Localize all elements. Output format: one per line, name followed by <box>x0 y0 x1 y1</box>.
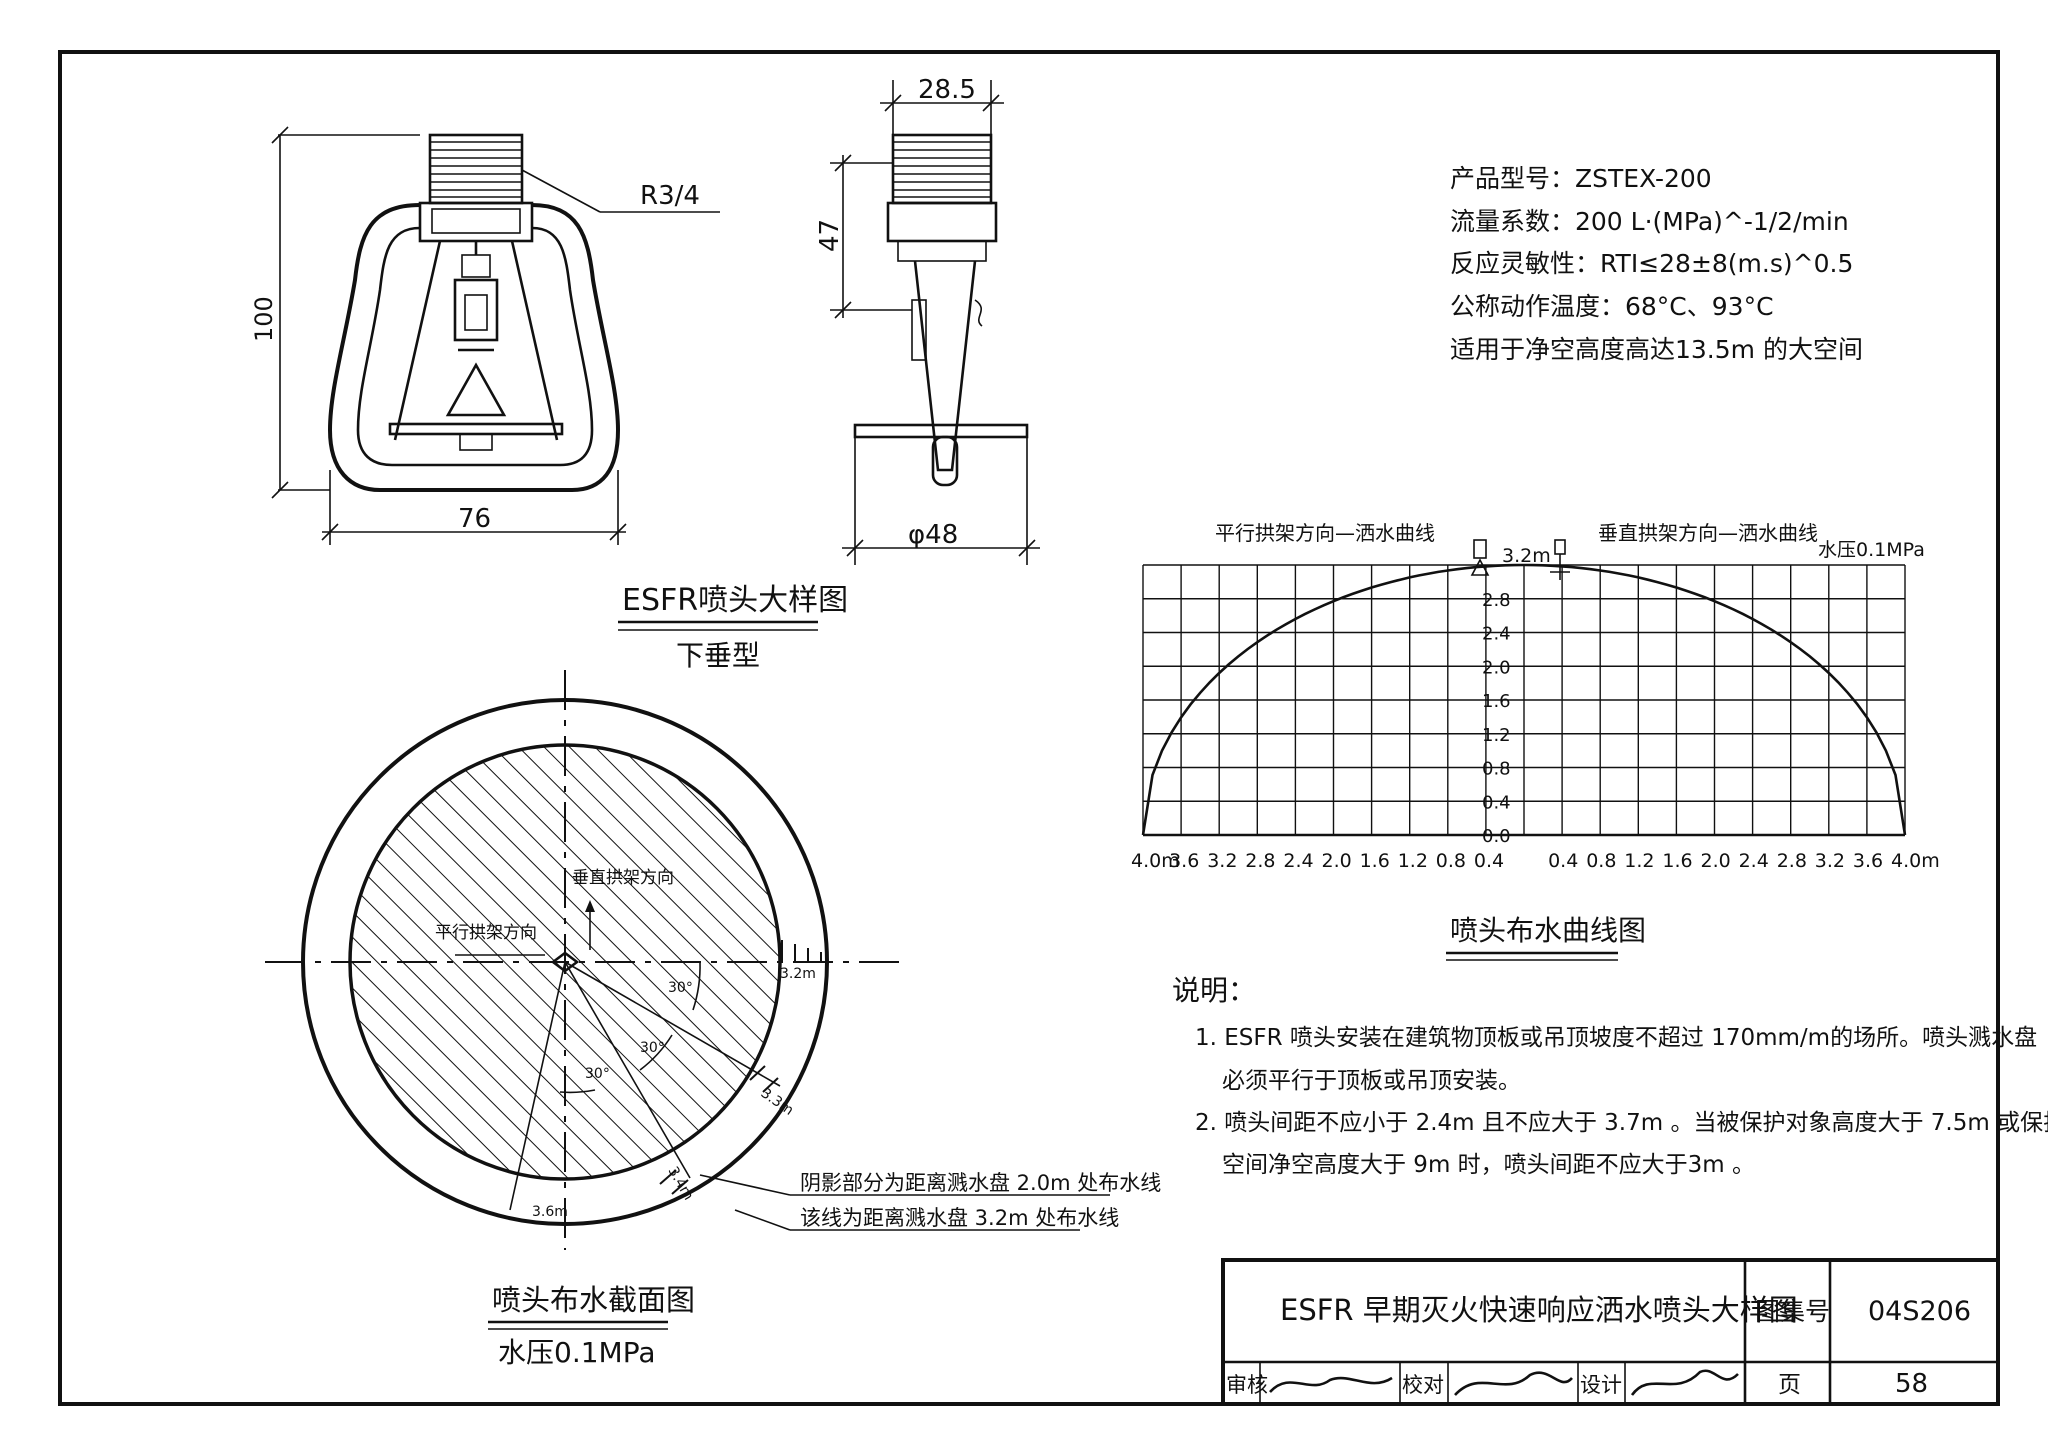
titleblock-title: ESFR 早期灭火快速响应洒水喷头大样图 <box>1280 1293 1798 1327</box>
y-tick-label: 2.0 <box>1482 657 1511 678</box>
x-tick-label: 2.4 <box>1739 850 1769 872</box>
side-dimensions <box>830 80 1040 565</box>
section-r3: 3.4m <box>665 1164 697 1203</box>
spec-height: 适用于净空高度高达13.5m 的大空间 <box>1450 335 1863 364</box>
titleblock-atlas-label: 图集号 <box>1755 1297 1830 1326</box>
y-tick-label: 0.8 <box>1482 759 1511 780</box>
notes-heading: 说明： <box>1172 974 1256 1007</box>
x-tick-label: 2.8 <box>1777 850 1807 872</box>
front-dimensions <box>271 126 720 545</box>
section-r1: 3.2m <box>780 966 816 982</box>
titleblock-check: 校对 <box>1402 1373 1444 1397</box>
spec-model: 产品型号：ZSTEX-200 <box>1450 164 1712 193</box>
x-tick-label: 3.6 <box>1169 850 1199 872</box>
x-tick-label: 4.0m <box>1131 850 1180 872</box>
section-angle-2: 30° <box>640 1040 665 1056</box>
y-tick-label: 1.2 <box>1482 725 1511 746</box>
x-tick-label: 2.0 <box>1322 850 1352 872</box>
x-tick-label: 1.6 <box>1360 850 1390 872</box>
x-tick-label: 3.6 <box>1853 850 1883 872</box>
section-note-shade: 阴影部分为距离溅水盘 2.0m 处布水线 <box>800 1171 1161 1195</box>
x-tick-label: 0.4 <box>1474 850 1504 872</box>
section-angle-3: 30° <box>585 1066 610 1082</box>
curve-right-label: 垂直拱架方向—洒水曲线 <box>1598 521 1818 545</box>
dim-width-76: 76 <box>458 504 491 534</box>
section-perp-label: 垂直拱架方向 <box>572 868 674 888</box>
x-tick-label: 1.2 <box>1398 850 1428 872</box>
titleblock-page-no: 58 <box>1895 1369 1928 1399</box>
titleblock-design: 设计 <box>1580 1373 1622 1397</box>
x-tick-label: 0.4 <box>1548 850 1578 872</box>
x-tick-label: 2.4 <box>1283 850 1313 872</box>
sheet-border <box>58 50 2000 1406</box>
section-r4: 3.6m <box>532 1204 568 1220</box>
titleblock-page-label: 页 <box>1778 1372 1801 1398</box>
curve-sprinkler-icons <box>1470 539 1570 580</box>
x-tick-label: 3.2 <box>1207 850 1237 872</box>
spec-k-factor: 流量系数：200 L·(MPa)^-1/2/min <box>1450 207 1849 236</box>
x-tick-label: 2.0 <box>1701 850 1731 872</box>
note-1b: 必须平行于顶板或吊顶安装。 <box>1222 1068 1521 1094</box>
dim-height-100: 100 <box>250 296 278 342</box>
section-para-label: 平行拱架方向 <box>435 923 537 943</box>
spec-list: 产品型号：ZSTEX-200 流量系数：200 L·(MPa)^-1/2/min… <box>1450 164 1863 364</box>
dim-top-28-5: 28.5 <box>918 75 976 105</box>
spec-rti: 反应灵敏性：RTI≤28±8(m.s)^0.5 <box>1450 249 1853 278</box>
dim-deflector-48: φ48 <box>908 520 958 550</box>
x-tick-label: 0.8 <box>1586 850 1616 872</box>
x-tick-label: 1.6 <box>1662 850 1692 872</box>
x-tick-label: 4.0m <box>1891 850 1940 872</box>
x-tick-label: 0.8 <box>1436 850 1466 872</box>
titleblock-review: 审核 <box>1226 1373 1268 1397</box>
detail-title: ESFR喷头大样图 <box>622 583 848 618</box>
note-2b: 空间净空高度大于 9m 时，喷头间距不应大于3m 。 <box>1222 1152 1755 1178</box>
detail-subtitle: 下垂型 <box>676 639 760 672</box>
notes: 说明： 1. ESFR 喷头安装在建筑物顶板或吊顶坡度不超过 170mm/m的场… <box>1172 974 2048 1178</box>
y-tick-label: 0.4 <box>1482 792 1511 813</box>
title-block <box>1221 1258 2000 1406</box>
dim-upper-47: 47 <box>815 219 845 252</box>
note-2a: 2. 喷头间距不应小于 2.4m 且不应大于 3.7m 。当被保护对象高度大于 … <box>1195 1110 2048 1136</box>
curve-pressure: 水压0.1MPa <box>1818 539 1925 561</box>
y-tick-label: 2.4 <box>1482 624 1511 645</box>
section-angle-1: 30° <box>668 980 693 996</box>
section-note-line: 该线为距离溅水盘 3.2m 处布水线 <box>800 1206 1119 1230</box>
x-tick-label: 3.2 <box>1815 850 1845 872</box>
curve-y-ticks: 2.8 2.4 2.0 1.6 1.2 0.8 0.4 0.0 <box>1482 590 1511 847</box>
dim-thread: R3/4 <box>640 181 700 211</box>
spec-temp: 公称动作温度：68°C、93°C <box>1450 292 1774 321</box>
y-tick-label: 2.8 <box>1482 590 1511 611</box>
x-tick-label: 2.8 <box>1245 850 1275 872</box>
section-subtitle: 水压0.1MPa <box>498 1336 655 1369</box>
titleblock-atlas-no: 04S206 <box>1868 1296 1971 1327</box>
sprinkler-front-view <box>327 133 621 492</box>
curve-title: 喷头布水曲线图 <box>1450 914 1646 947</box>
curve-y-top: 3.2m <box>1502 545 1551 567</box>
note-1a: 1. ESFR 喷头安装在建筑物顶板或吊顶坡度不超过 170mm/m的场所。喷头… <box>1195 1025 2037 1051</box>
y-tick-label: 1.6 <box>1482 691 1511 712</box>
curve-line <box>1141 563 1907 836</box>
curve-left-label: 平行拱架方向—洒水曲线 <box>1215 521 1435 545</box>
section-title: 喷头布水截面图 <box>492 1283 695 1317</box>
section-view <box>265 670 1110 1250</box>
y-tick-label: 0.0 <box>1482 826 1511 847</box>
sprinkler-side-view <box>853 133 1029 487</box>
x-tick-label: 1.2 <box>1624 850 1654 872</box>
curve-grid <box>1142 564 1906 837</box>
